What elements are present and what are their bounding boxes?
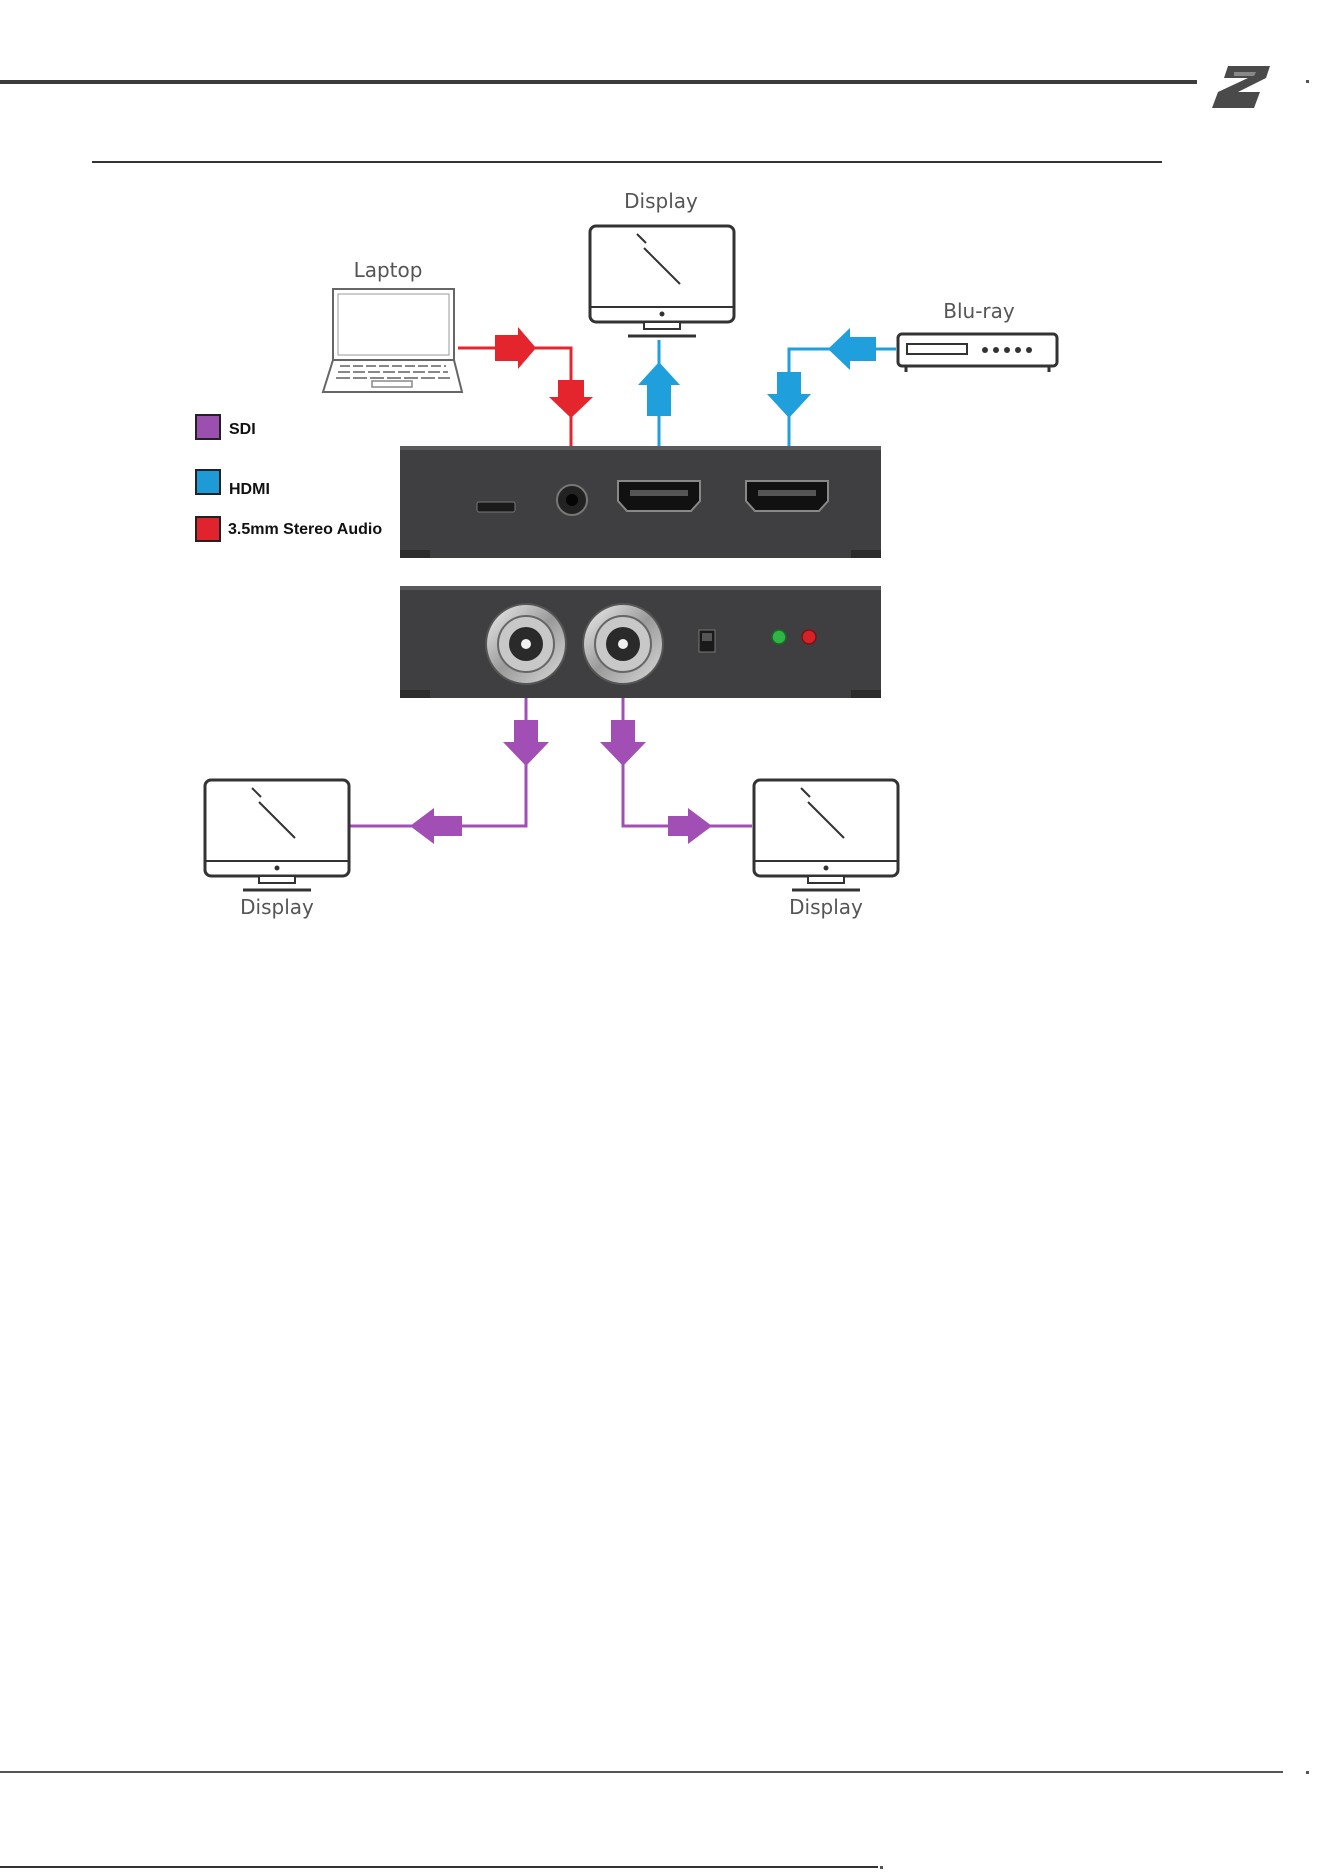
hdmi-port-icon [618, 481, 700, 511]
hdmi-port-icon [746, 481, 828, 511]
display-right-label: Display [789, 895, 863, 919]
legend-label: HDMI [229, 481, 270, 498]
laptop-icon [323, 289, 462, 392]
audio-cable [458, 327, 593, 450]
monitor-icon [590, 226, 734, 336]
legend-item-sdi: SDI [196, 415, 256, 439]
legend-swatch [196, 415, 220, 439]
bluray-player-icon [898, 334, 1057, 372]
display-top-label: Display [624, 189, 698, 213]
legend-item-audio: 3.5mm Stereo Audio [196, 517, 382, 541]
audio-jack-icon [557, 485, 587, 515]
laptop-label: Laptop [354, 258, 423, 282]
switch-icon [699, 630, 715, 652]
legend-swatch [196, 517, 220, 541]
usb-port-icon [477, 502, 515, 512]
legend-label: SDI [229, 421, 256, 438]
monitor-icon [205, 780, 349, 890]
legend: SDI HDMI 3.5mm Stereo Audio [196, 415, 382, 541]
converter-front-panel [400, 446, 881, 558]
status-led-red [802, 630, 816, 644]
legend-label: 3.5mm Stereo Audio [228, 521, 382, 538]
bluray-label: Blu-ray [943, 299, 1015, 323]
display-left-label: Display [240, 895, 314, 919]
converter-back-panel [400, 586, 881, 698]
monitor-icon [754, 780, 898, 890]
legend-item-hdmi: HDMI [196, 470, 270, 498]
status-led-green [772, 630, 786, 644]
bnc-connector-icon [583, 604, 663, 684]
legend-swatch [196, 470, 220, 494]
bnc-connector-icon [486, 604, 566, 684]
